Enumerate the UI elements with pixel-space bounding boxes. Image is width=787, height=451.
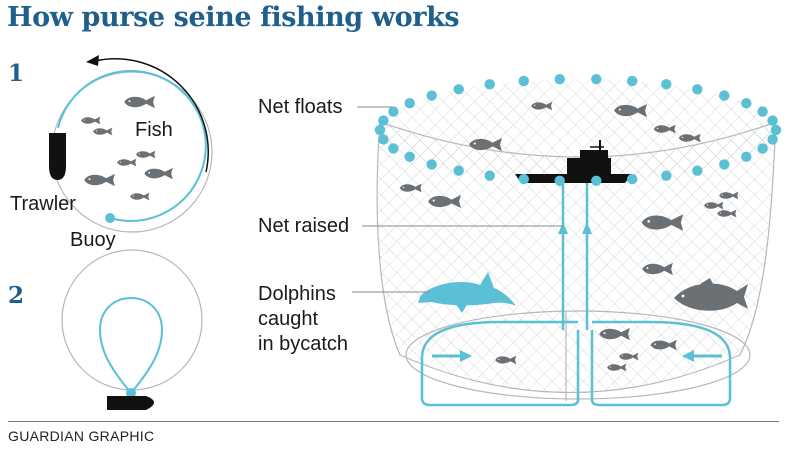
net-float-icon bbox=[374, 124, 386, 136]
step1-buoy-icon bbox=[105, 213, 115, 223]
step2-outer-ring bbox=[61, 249, 203, 391]
step1-arrowhead-icon bbox=[86, 55, 99, 66]
step2-diagram bbox=[61, 249, 203, 410]
net-float-icon bbox=[591, 175, 602, 186]
step1-direction-arrow bbox=[94, 58, 209, 173]
net-drawn-left bbox=[420, 320, 580, 407]
label-trawler: Trawler bbox=[10, 193, 76, 215]
net-float-icon bbox=[757, 143, 768, 154]
net-float-icon bbox=[767, 134, 778, 145]
footer-divider bbox=[8, 421, 779, 422]
fishing-vessel-icon bbox=[515, 140, 632, 183]
label-fish: Fish bbox=[135, 119, 173, 141]
step-number-2: 2 bbox=[8, 282, 25, 309]
credit-text: GUARDIAN GRAPHIC bbox=[8, 428, 155, 444]
step2-net-line bbox=[98, 296, 164, 395]
net-float-icon bbox=[627, 75, 638, 87]
net-float-icon bbox=[426, 90, 437, 101]
net-top-mesh bbox=[380, 79, 776, 181]
fish-icon bbox=[81, 116, 101, 125]
arrow-up-icon bbox=[558, 222, 568, 234]
tuna-icon bbox=[674, 283, 748, 311]
net-float-icon bbox=[757, 106, 768, 117]
fish-icon bbox=[130, 192, 150, 201]
step1-trawler-icon bbox=[49, 133, 66, 180]
net-float-icon bbox=[378, 134, 389, 145]
net-float-icon bbox=[770, 124, 782, 136]
fish-icon bbox=[84, 173, 115, 187]
fish-icon bbox=[136, 150, 156, 159]
fish-icon bbox=[117, 158, 137, 167]
net-float-icon bbox=[404, 98, 415, 109]
label-dolphins-line2: caught bbox=[258, 308, 319, 330]
step-number-1: 1 bbox=[8, 60, 25, 87]
step2-trawler-icon bbox=[107, 396, 154, 410]
net-float-icon bbox=[518, 75, 529, 87]
label-buoy: Buoy bbox=[70, 229, 116, 251]
net-float-icon bbox=[627, 173, 638, 185]
net-float-icon bbox=[518, 173, 529, 185]
arrow-right-icon bbox=[460, 350, 472, 362]
net-float-icon bbox=[554, 175, 565, 186]
net-float-icon bbox=[378, 115, 389, 126]
net-float-icon bbox=[388, 106, 399, 117]
label-net-raised: Net raised bbox=[258, 215, 350, 237]
step1-net-line bbox=[57, 69, 207, 222]
net-floats-group bbox=[374, 74, 782, 186]
net-float-icon bbox=[692, 165, 703, 176]
net-float-icon bbox=[661, 170, 672, 181]
net-float-icon bbox=[554, 74, 565, 85]
label-dolphins-line1: Dolphins bbox=[258, 283, 336, 305]
net-float-icon bbox=[404, 151, 415, 162]
net-float-icon bbox=[719, 159, 730, 170]
net-float-icon bbox=[719, 90, 730, 101]
arrow-up-icon bbox=[582, 222, 592, 234]
net-float-icon bbox=[453, 165, 464, 176]
net-float-icon bbox=[741, 98, 752, 109]
step2-buoy-icon bbox=[126, 388, 136, 398]
net-float-icon bbox=[453, 84, 464, 95]
net-float-icon bbox=[484, 170, 495, 181]
label-dolphins-line3: in bycatch bbox=[258, 333, 349, 355]
net-float-icon bbox=[591, 74, 602, 85]
fish-icon bbox=[124, 95, 155, 109]
fish-icon bbox=[93, 127, 113, 136]
label-net-floats: Net floats bbox=[258, 96, 343, 118]
net-float-icon bbox=[661, 79, 672, 90]
arrow-left-icon bbox=[682, 350, 694, 362]
dolphin-icon bbox=[418, 272, 516, 313]
net-drawn-right bbox=[590, 320, 732, 407]
net-float-icon bbox=[484, 79, 495, 90]
step1-diagram bbox=[49, 55, 213, 233]
page-title: How purse seine fishing works bbox=[7, 2, 460, 33]
net-float-icon bbox=[767, 115, 778, 126]
net-float-icon bbox=[426, 159, 437, 170]
net-float-icon bbox=[692, 84, 703, 95]
fish-icon bbox=[144, 167, 173, 180]
net-float-icon bbox=[741, 151, 752, 162]
net-illustration bbox=[376, 79, 777, 407]
net-float-icon bbox=[388, 143, 399, 154]
